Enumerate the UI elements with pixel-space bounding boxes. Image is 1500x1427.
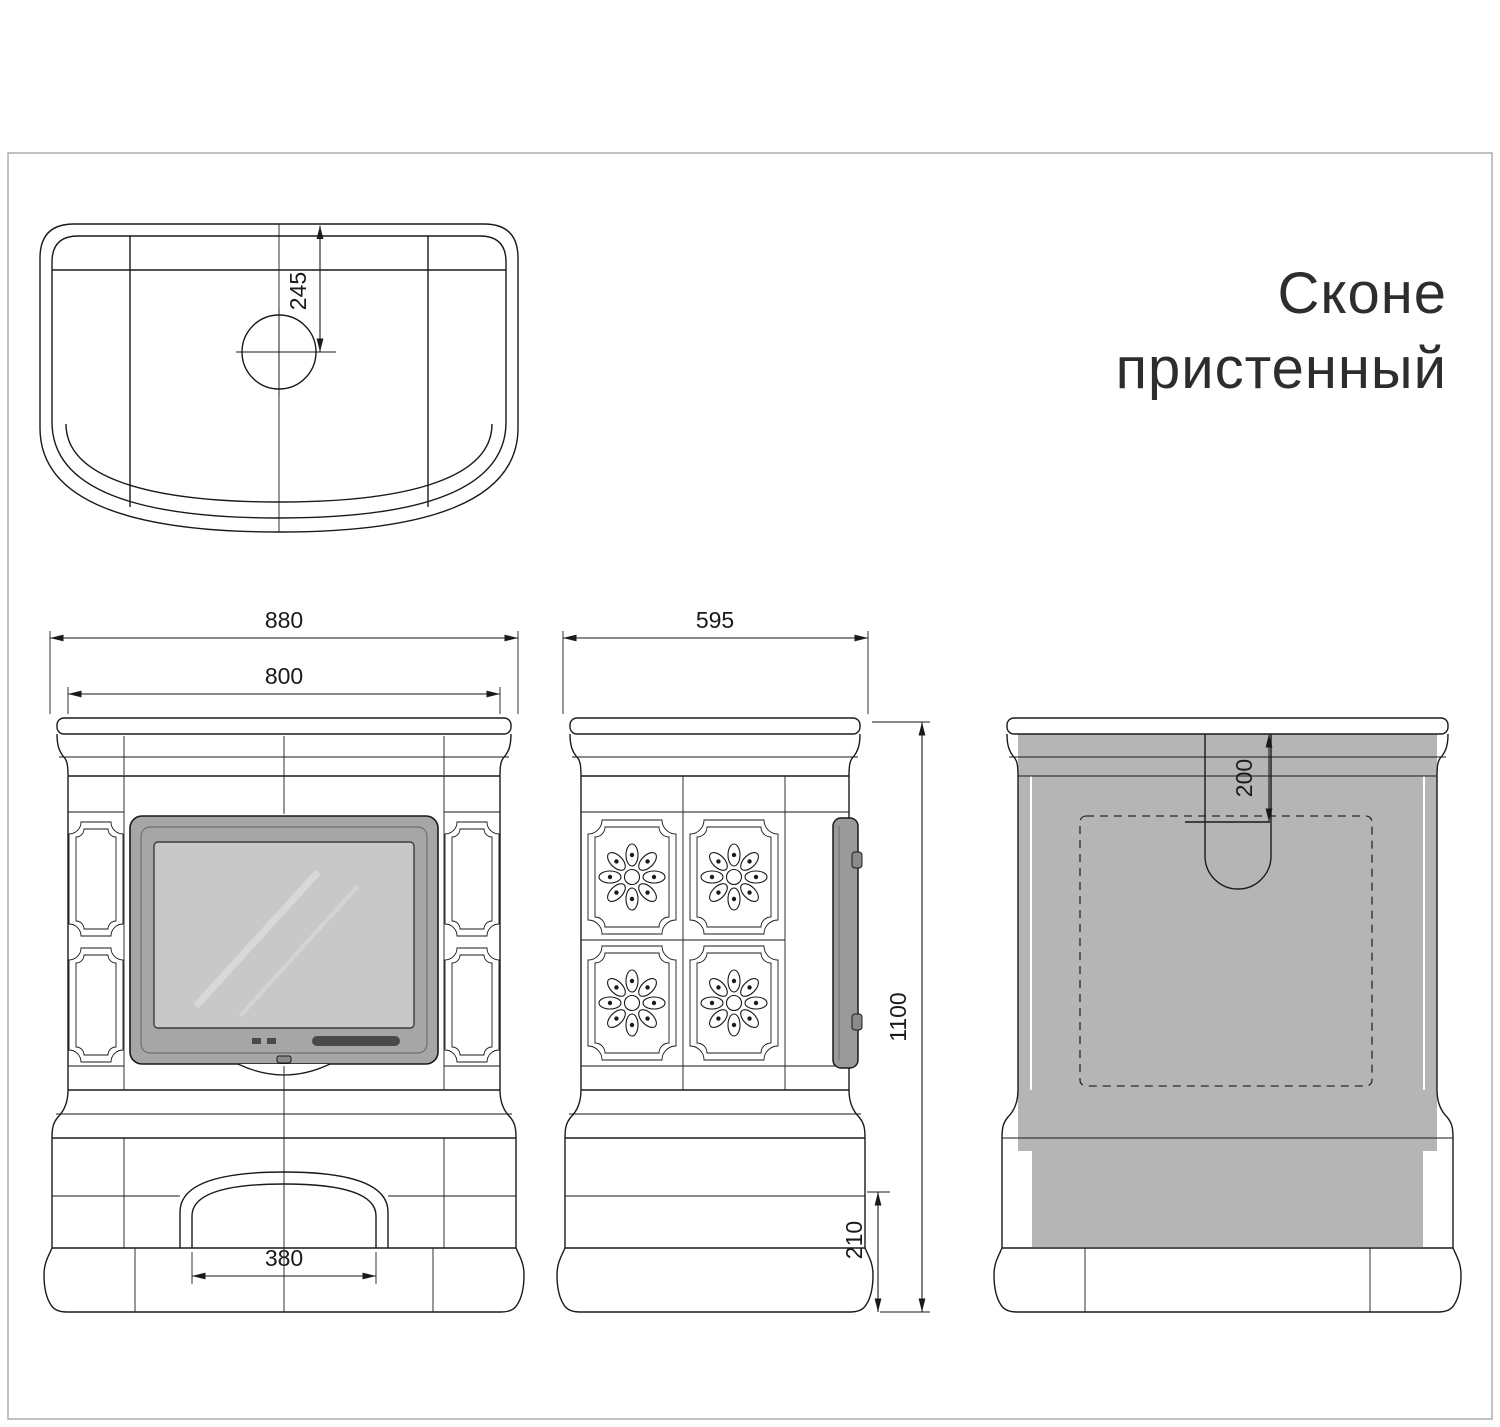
- rear-plinth: [993, 1247, 1462, 1313]
- front-base: [43, 1066, 525, 1313]
- side-plinth: [556, 1247, 874, 1313]
- dim-880: 880: [49, 607, 519, 714]
- dim-800: 800: [67, 663, 501, 714]
- dim-210-label: 210: [841, 1221, 867, 1259]
- dim-380-label: 380: [265, 1245, 303, 1271]
- title-block: Сконе пристенный: [1116, 261, 1447, 401]
- dim-200-label: 200: [1231, 759, 1257, 797]
- dim-1100-label: 1100: [885, 992, 911, 1041]
- door-handle: [312, 1036, 400, 1046]
- flower-tile: [690, 820, 778, 934]
- front-body: [67, 736, 501, 1091]
- heat-shield-upper: [1018, 734, 1437, 1151]
- decorative-tile: [444, 821, 500, 937]
- dim-245-label: 245: [285, 272, 311, 310]
- side-view: 595: [556, 607, 930, 1313]
- door-hinge: [851, 1013, 863, 1031]
- dim-595: 595: [562, 607, 869, 714]
- chimney-crosshair: [236, 309, 336, 395]
- flower-tile: [690, 946, 778, 1060]
- decorative-tile: [68, 947, 124, 1063]
- product-title-line1: Сконе: [1278, 261, 1447, 326]
- dim-245: 245: [285, 225, 324, 352]
- door-vent: [267, 1038, 276, 1044]
- flower-tile: [588, 820, 676, 934]
- decorative-tile: [444, 947, 500, 1063]
- door-latch: [276, 1055, 292, 1064]
- top-slab: [56, 717, 512, 735]
- heat-shield-lower: [1032, 1151, 1423, 1247]
- side-base: [556, 1089, 874, 1313]
- door-hinge: [851, 851, 863, 869]
- top-view: 245: [39, 223, 519, 533]
- flue-channel: [1204, 734, 1272, 890]
- decorative-tile: [68, 821, 124, 937]
- front-view: 880 800: [43, 607, 525, 1313]
- dim-595-label: 595: [696, 607, 734, 633]
- side-door-profile: [832, 817, 863, 1069]
- dim-1100: 1100: [872, 721, 930, 1313]
- rear-view: 200: [993, 717, 1462, 1313]
- front-plinth: [43, 1247, 525, 1313]
- door-vent: [252, 1038, 261, 1044]
- side-cornice: [569, 717, 861, 777]
- dim-380: 380: [191, 1245, 377, 1284]
- dim-200: 200: [1231, 734, 1273, 822]
- rear-outline: [993, 717, 1462, 1313]
- top-slab: [569, 717, 861, 735]
- side-body: [580, 776, 850, 1091]
- top-slab: [1006, 717, 1449, 735]
- drawing-border: [7, 152, 1493, 1420]
- clearance-dashed-outline: [1079, 815, 1373, 1087]
- product-title-line2: пристенный: [1116, 336, 1447, 401]
- firebox-door: [129, 815, 439, 1076]
- dim-880-label: 880: [265, 607, 303, 633]
- flower-tile: [588, 946, 676, 1060]
- door-glass: [153, 841, 415, 1029]
- dim-800-label: 800: [265, 663, 303, 689]
- dim-210: 210: [841, 1191, 890, 1312]
